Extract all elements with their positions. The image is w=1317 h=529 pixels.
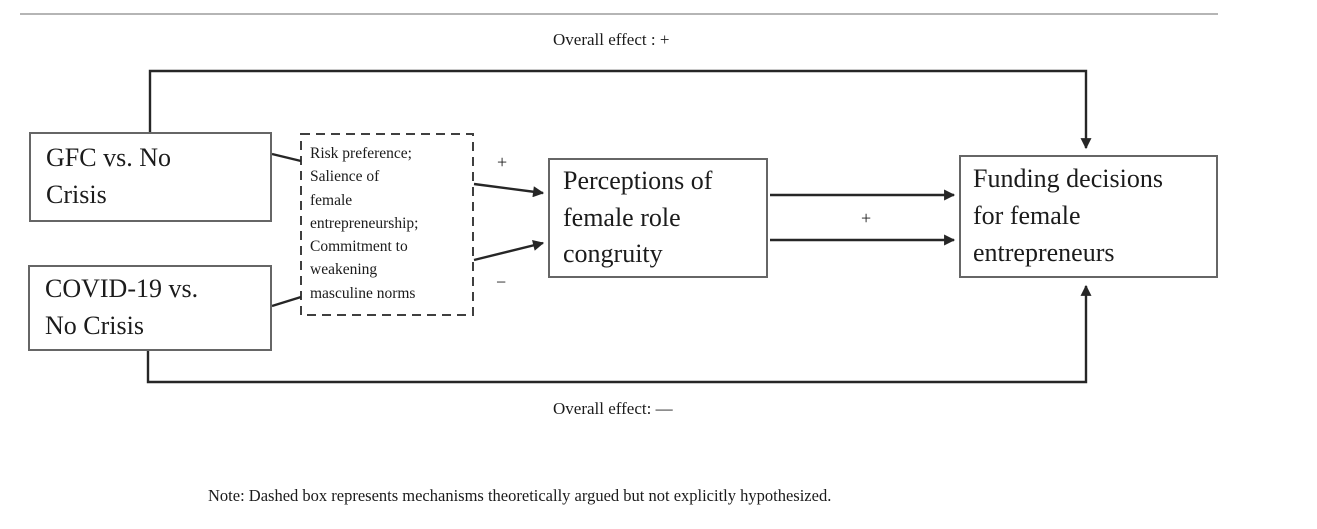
overall-effect-bottom-label: Overall effect: — [553, 399, 673, 418]
edge-mechanisms-to-perceptions-negative [473, 240, 545, 262]
edge-gfc-to-mechanisms [271, 152, 302, 163]
mediated-negative-sign: − [496, 272, 507, 292]
box-funding-decisions: Funding decisions for female entrepreneu… [959, 155, 1218, 278]
box-perceptions-female-role-congruity: Perceptions of female role congruity [548, 158, 768, 278]
box-covid19-vs-no-crisis: COVID-19 vs. No Crisis [28, 265, 272, 351]
mechanisms-dashed-outline [300, 133, 474, 316]
mediated-positive-sign: + [497, 152, 508, 172]
figure-note: Note: Dashed box represents mechanisms t… [208, 486, 832, 505]
box-mechanisms: Risk preference; Salience of female entr… [310, 145, 419, 302]
direct-positive-sign: + [861, 208, 872, 228]
edge-covid-to-mechanisms [271, 295, 302, 308]
overall-effect-top-label: Overall effect : + [553, 30, 670, 49]
top-divider-rule [20, 13, 1218, 15]
edge-covid-to-funding-overall [146, 284, 1092, 384]
box-gfc-vs-no-crisis: GFC vs. No Crisis [29, 132, 272, 222]
edge-gfc-to-funding-overall [148, 69, 1092, 150]
edge-mechanisms-to-perceptions-positive [473, 182, 545, 198]
